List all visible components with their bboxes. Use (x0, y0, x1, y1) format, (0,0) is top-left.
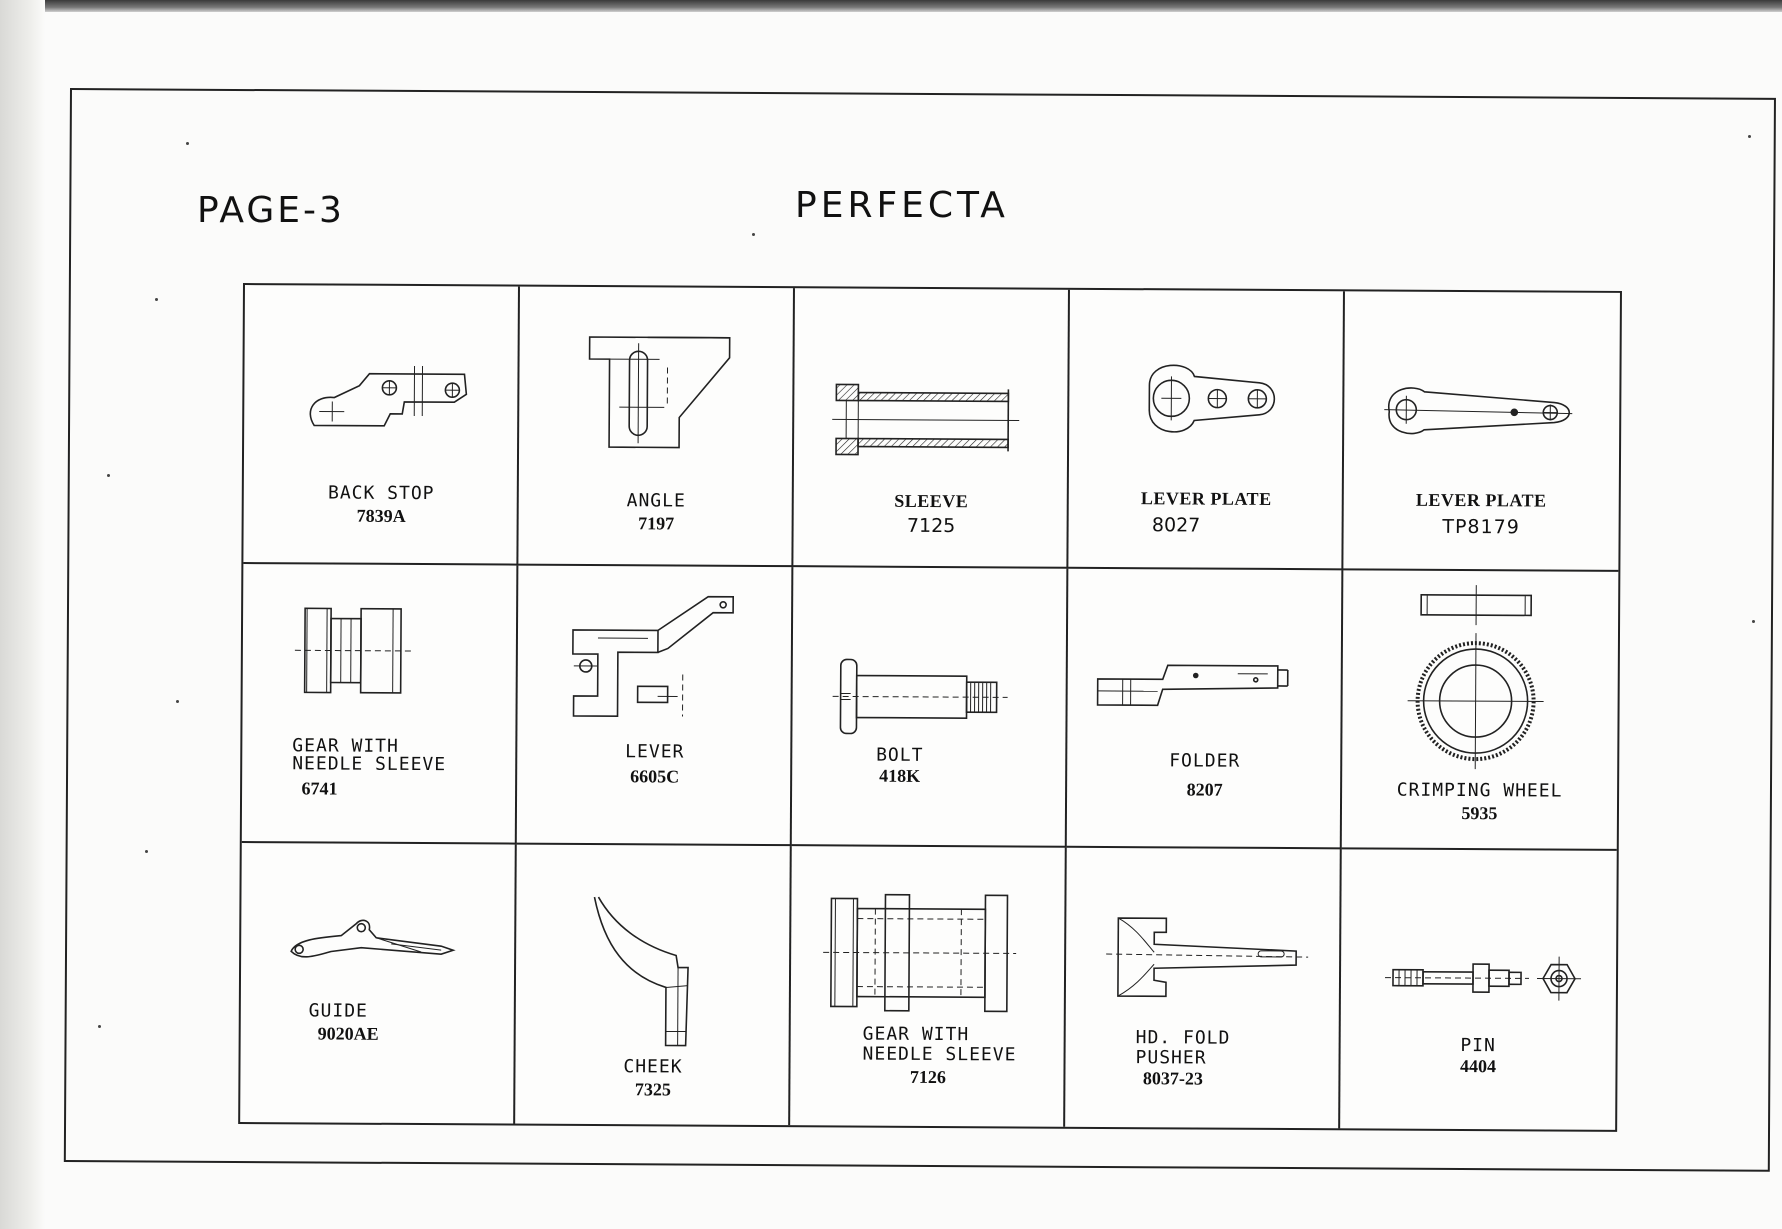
part-number: 7197 (638, 513, 675, 534)
part-name: CHEEK (623, 1056, 683, 1078)
part-cell-crimping-wheel: CRIMPING WHEEL 5935 (1341, 570, 1619, 851)
part-number: 7126 (909, 1066, 946, 1088)
part-name-line2: NEEDLE SLEEVE (292, 753, 447, 776)
part-cell-fold-pusher: HD. FOLD PUSHER 8037-23 (1065, 847, 1342, 1129)
lever-plate-drawing (1148, 364, 1275, 433)
part-number: 8207 (1186, 779, 1223, 800)
scan-speck (155, 298, 158, 301)
scan-border-left (0, 0, 45, 1229)
part-cell-lever: LEVER 6605C (516, 565, 794, 847)
part-name: LEVER PLATE (1415, 489, 1547, 511)
part-number: 7125 (906, 514, 956, 538)
part-name: LEVER PLATE (1140, 488, 1272, 509)
folder-drawing (1096, 664, 1289, 707)
page-number: PAGE-3 (197, 190, 345, 231)
part-number: 6741 (301, 778, 338, 799)
guide-drawing (290, 919, 456, 958)
part-number: 7839A (356, 505, 406, 526)
part-name-line2: PUSHER (1135, 1047, 1207, 1069)
part-name: LEVER (625, 741, 685, 763)
part-cell-bolt: BOLT 418K (791, 567, 1069, 848)
part-name: ANGLE (626, 490, 686, 512)
part-cell-angle: ANGLE 7197 (518, 286, 795, 568)
gear-needle-sleeve-drawing (294, 607, 413, 694)
part-cell-folder: FOLDER 8207 (1066, 568, 1344, 850)
lever-drawing (572, 595, 735, 717)
scan-speck (107, 474, 110, 477)
gear-needle-sleeve-long-drawing (823, 893, 1017, 1013)
part-cell-gear-needle-sleeve-6741: GEAR WITH NEEDLE SLEEVE 6741 (241, 564, 519, 845)
part-name: BACK STOP (327, 482, 435, 505)
scan-speck (98, 1025, 101, 1028)
part-number: TP8179 (1442, 515, 1520, 539)
back-stop-drawing (309, 365, 468, 427)
part-cell-pin: PIN 4404 (1340, 849, 1617, 1130)
scan-speck (1752, 620, 1755, 623)
part-number: 5935 (1461, 803, 1498, 824)
fold-pusher-drawing (1106, 917, 1309, 998)
lever-plate-long-drawing (1384, 387, 1573, 435)
part-cell-lever-plate-tp8179: LEVER PLATE TP8179 (1343, 291, 1620, 572)
pin-drawing (1385, 956, 1582, 1001)
crimping-wheel-drawing (1407, 585, 1544, 770)
part-number: 418K (879, 765, 921, 786)
part-name-line1: GEAR WITH (862, 1023, 970, 1046)
scan-speck (176, 700, 179, 703)
part-cell-cheek: CHEEK 7325 (515, 844, 792, 1126)
part-name-line1: HD. FOLD (1135, 1027, 1231, 1049)
scan-speck (752, 233, 755, 236)
part-name: SLEEVE (894, 490, 969, 512)
part-name: GUIDE (308, 1000, 368, 1022)
bolt-drawing (832, 658, 1008, 735)
part-name: CRIMPING WHEEL (1396, 779, 1563, 802)
scan-border-top (0, 0, 1782, 12)
catalog-title: PERFECTA (795, 185, 1009, 226)
part-cell-gear-needle-sleeve-7126: GEAR WITH NEEDLE SLEEVE 7126 (790, 846, 1067, 1127)
cheek-drawing (593, 896, 689, 1047)
parts-grid: BACK STOP 7839A ANGLE 7197 SLEEV (238, 283, 1622, 1132)
part-name: PIN (1460, 1035, 1496, 1057)
scan-speck (145, 850, 148, 853)
scan-speck (1748, 135, 1751, 138)
part-name-line2: NEEDLE SLEEVE (862, 1043, 1017, 1066)
part-number: 4404 (1459, 1056, 1497, 1077)
part-number: 8027 (1151, 514, 1201, 537)
scan-speck (186, 142, 189, 145)
part-number: 8037-23 (1142, 1068, 1203, 1089)
part-cell-lever-plate-8027: LEVER PLATE 8027 (1068, 289, 1345, 571)
angle-drawing (588, 336, 731, 449)
part-cell-back-stop: BACK STOP 7839A (243, 285, 520, 566)
part-number: 6605C (630, 766, 680, 787)
part-number: 9020AE (317, 1023, 379, 1044)
part-name: FOLDER (1169, 750, 1241, 772)
part-number: 7325 (634, 1079, 671, 1100)
part-cell-sleeve: SLEEVE 7125 (793, 288, 1070, 569)
part-name: BOLT (876, 744, 924, 766)
part-cell-guide: GUIDE 9020AE (240, 843, 517, 1124)
sleeve-drawing (832, 383, 1020, 456)
